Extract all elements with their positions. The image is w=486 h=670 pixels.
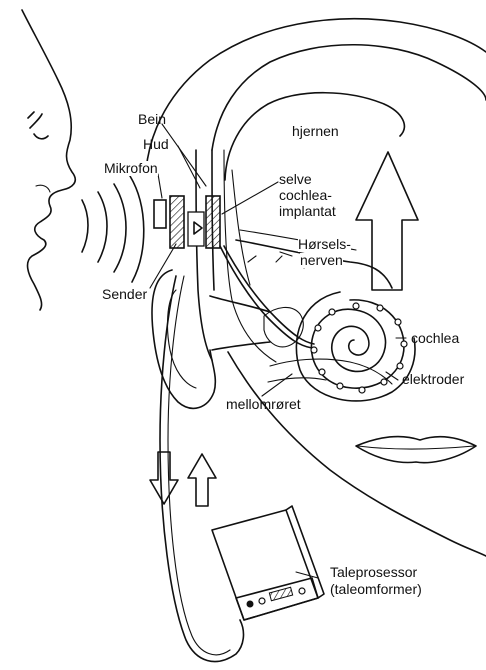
- arrow-up-icon: [188, 454, 216, 506]
- label-implant-1: selve: [279, 172, 312, 187]
- processor-cable: [160, 276, 243, 662]
- label-mikrofon: Mikrofon: [104, 161, 158, 176]
- nostril-mark: [36, 185, 50, 192]
- label-hud: Hud: [143, 137, 169, 152]
- label-elektroder: elektroder: [402, 372, 464, 387]
- leader-lines: [150, 124, 406, 578]
- skin-layer: [196, 150, 212, 360]
- label-bein: Bein: [138, 112, 166, 127]
- label-implant-3: implantat: [279, 204, 336, 219]
- brain-arrow-up: [356, 152, 418, 290]
- sender-coil: [170, 196, 184, 248]
- middle-ear: [264, 307, 303, 346]
- label-nerve-2: nerven: [300, 253, 343, 268]
- label-processor-1: Taleprosessor: [330, 565, 417, 580]
- label-implant-2: cochlea-: [279, 188, 332, 203]
- head-outline: [146, 19, 486, 170]
- label-processor-2: (taleomformer): [330, 582, 422, 597]
- lips: [356, 437, 476, 463]
- label-nerve-1: Hørsels-: [298, 237, 351, 252]
- microphone-icon: [154, 200, 166, 228]
- implant-coil: [206, 196, 220, 248]
- label-mellomoret: mellomrøret: [226, 397, 301, 412]
- arrow-down-icon: [150, 452, 178, 504]
- label-cochlea: cochlea: [411, 331, 459, 346]
- head-back-outline: [212, 45, 486, 150]
- eye-mark: [28, 112, 48, 139]
- face-profile: [22, 10, 75, 310]
- sound-waves: [82, 176, 144, 282]
- label-hjernen: hjernen: [292, 124, 339, 139]
- label-sender: Sender: [102, 287, 147, 302]
- speech-processor: [212, 506, 324, 620]
